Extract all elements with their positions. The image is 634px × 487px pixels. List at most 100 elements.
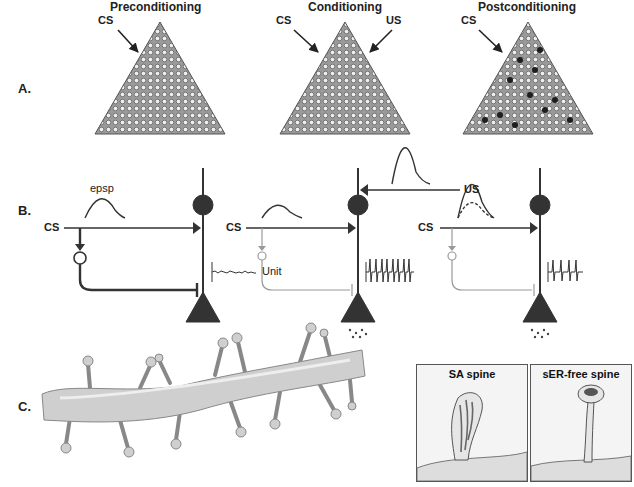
active-cells xyxy=(537,47,543,53)
inhibitory-interneuron xyxy=(80,264,196,290)
output-dots xyxy=(547,333,549,335)
spine-head xyxy=(218,338,228,348)
sa-spine-illustration xyxy=(468,402,473,440)
inhibitory-interneuron xyxy=(448,252,456,260)
dendrite-spine xyxy=(140,366,150,388)
sa-spine-illustration xyxy=(417,452,527,481)
ser-free-spine-illustration xyxy=(584,402,594,462)
output-dots xyxy=(541,336,543,338)
panel-letter: C. xyxy=(18,400,31,415)
pyramidal-neuron xyxy=(186,168,557,322)
spine-head xyxy=(320,329,328,337)
ser-free-spine-illustration xyxy=(584,388,598,396)
inset-heading: SA spine xyxy=(417,365,527,380)
cs-input-line xyxy=(246,227,348,228)
input-arrow xyxy=(118,30,502,52)
pyramidal-neuron xyxy=(357,168,359,298)
spine-head xyxy=(61,443,71,453)
dendrite-spine xyxy=(176,412,180,440)
inhibitory-interneuron xyxy=(258,252,266,260)
input-arrow xyxy=(294,30,318,52)
sa-spine-illustration xyxy=(416,364,528,482)
spine-head xyxy=(146,357,156,367)
dendrite-spine xyxy=(238,342,245,372)
pyramidal-neuron xyxy=(530,195,550,215)
epsp-trace xyxy=(262,205,302,218)
cs-input-line xyxy=(440,227,530,228)
active-cells xyxy=(512,122,518,128)
dendrite-spine xyxy=(350,380,352,402)
spine-head xyxy=(83,356,93,366)
input-arrow xyxy=(479,30,502,52)
dendrite-spine xyxy=(66,418,70,444)
input-arrow xyxy=(370,30,392,52)
cs-input-line xyxy=(193,222,201,234)
pyramidal-neuron xyxy=(193,195,213,215)
input-arrow xyxy=(118,30,138,52)
cs-input-line xyxy=(64,227,193,228)
us-input-line xyxy=(368,189,460,190)
spine-head xyxy=(348,402,356,410)
stimulus-label: US xyxy=(386,14,401,27)
stimulus-label: US xyxy=(464,183,479,196)
output-dots xyxy=(349,329,549,338)
epsp-trace xyxy=(458,203,494,218)
active-cells xyxy=(517,57,523,63)
output-dots xyxy=(537,332,539,334)
pyramidal-neuron xyxy=(348,195,368,215)
inhibitory-interneuron xyxy=(452,260,532,290)
active-cells xyxy=(552,97,558,103)
inset-heading: sER-free spine xyxy=(531,365,631,380)
inhibitory-interneuron xyxy=(261,228,262,246)
us-input-line xyxy=(360,184,368,196)
dendrite-spine xyxy=(160,362,170,383)
dendrite-spine xyxy=(120,420,128,448)
unit-recording-trace xyxy=(548,260,583,281)
spine-head xyxy=(171,439,181,449)
ser-free-spine-illustration xyxy=(530,364,632,482)
pyramidal-neuron xyxy=(341,292,375,322)
panel-letter: A. xyxy=(18,82,31,97)
output-dots xyxy=(355,332,357,334)
active-cells xyxy=(542,107,548,113)
output-dots xyxy=(543,329,545,331)
inset-panel: sER-free spine xyxy=(530,364,632,482)
dendrite-spine xyxy=(215,347,222,375)
neuron-population xyxy=(95,22,593,134)
spine-head xyxy=(270,419,280,429)
inhibitory-interneuron xyxy=(75,244,85,251)
spine-head xyxy=(306,323,316,333)
active-cells xyxy=(482,117,488,123)
inhibitory-interneuron xyxy=(351,284,352,296)
dendrite-spine xyxy=(320,385,334,410)
active-cells xyxy=(482,47,573,128)
inhibitory-interneuron xyxy=(79,228,81,244)
pyramidal-neuron xyxy=(202,168,204,298)
inset-panel: SA spine xyxy=(416,364,528,482)
epsp-trace xyxy=(85,199,125,218)
sa-spine-illustration xyxy=(465,400,468,450)
stimulus-label: CS xyxy=(418,221,433,234)
inhibitory-interneuron xyxy=(533,284,534,296)
pyramidal-neuron xyxy=(523,292,557,322)
dendrite-spine xyxy=(300,332,310,362)
signal-label: Unit xyxy=(262,265,282,278)
pyramidal-neuron xyxy=(539,168,541,298)
ser-free-spine-illustration xyxy=(530,364,632,482)
us-input-line xyxy=(360,184,460,196)
inhibitory-interneuron xyxy=(74,228,534,297)
dendrite-spine xyxy=(88,364,90,388)
inhibitory-interneuron xyxy=(258,228,534,296)
inhibitory-interneuron xyxy=(196,283,198,297)
dendrite-shaft xyxy=(42,350,365,422)
active-cells xyxy=(527,92,533,98)
stimulus-label: CS xyxy=(98,14,113,27)
column-heading: Conditioning xyxy=(308,1,382,15)
output-dots xyxy=(534,336,536,338)
output-dots xyxy=(365,333,367,335)
active-cells xyxy=(497,112,503,118)
dendrite-spine xyxy=(325,337,330,357)
dendrite-shaft xyxy=(60,360,350,398)
inhibitory-interneuron xyxy=(448,246,456,251)
